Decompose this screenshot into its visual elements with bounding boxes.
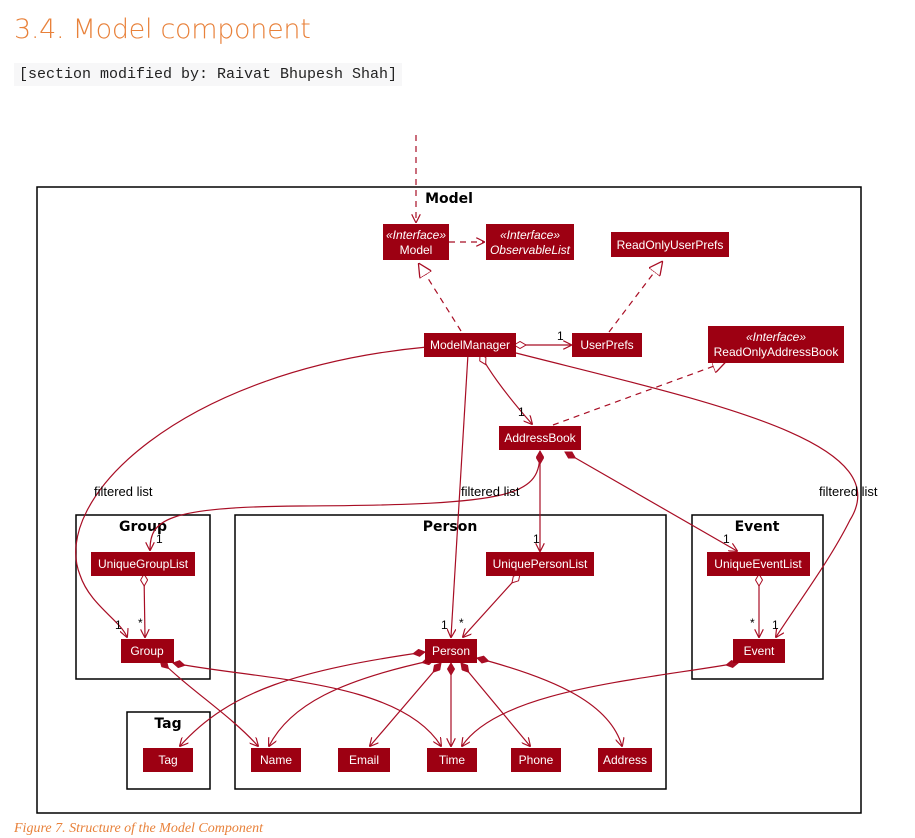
- mult-event-many: *: [750, 616, 755, 630]
- class-address-book: AddressBook: [499, 426, 581, 450]
- stereotype-model: «Interface»: [386, 228, 446, 242]
- mult-uniqueeventlist: 1: [723, 532, 730, 546]
- package-model: Model: [36, 186, 862, 814]
- class-observable-list-name: ObservableList: [490, 243, 571, 257]
- label-filtered-list-event: filtered list: [819, 484, 878, 499]
- edge-uniquepersonlist-person: [463, 574, 520, 637]
- class-read-only-address-book: «Interface» ReadOnlyAddressBook: [708, 326, 844, 363]
- class-tag-name: Tag: [158, 753, 177, 767]
- edge-modelmanager-group: [75, 346, 428, 637]
- class-unique-person-list: UniquePersonList: [486, 552, 594, 576]
- class-person-name: Person: [432, 644, 470, 658]
- class-time-name: Time: [439, 753, 466, 767]
- class-model-manager-name: ModelManager: [430, 338, 510, 352]
- edges: [75, 135, 859, 746]
- mult-event-one: 1: [772, 618, 779, 632]
- package-event-title: Event: [735, 519, 780, 535]
- edge-modelmanager-event: [511, 351, 859, 637]
- edge-modelmanager-realizes-model: [419, 264, 462, 332]
- edge-group-time: [173, 663, 441, 746]
- edge-addressbook-uniquegrouplist: [150, 451, 540, 550]
- edge-person-phone: [461, 663, 530, 746]
- section-heading: 3.4. Model component: [14, 14, 311, 45]
- package-event: Event: [691, 514, 824, 680]
- class-phone-name: Phone: [519, 753, 554, 767]
- class-address-name: Address: [603, 753, 647, 767]
- stereotype-observable-list: «Interface»: [500, 228, 560, 242]
- mult-uniquegrouplist: 1: [156, 532, 163, 546]
- class-model: «Interface» Model: [383, 224, 449, 260]
- edge-person-tag: [180, 652, 425, 746]
- class-observable-list: «Interface» ObservableList: [486, 224, 574, 260]
- edge-addressbook-realizes-readonlyaddressbook: [552, 362, 725, 426]
- mult-person-many: *: [459, 616, 464, 630]
- class-email: Email: [338, 748, 390, 772]
- edge-group-name: [160, 660, 258, 746]
- class-group: Group: [121, 639, 174, 663]
- class-user-prefs-name: UserPrefs: [580, 338, 633, 352]
- edge-addressbook-uniqueeventlist: [565, 452, 737, 551]
- class-time: Time: [427, 748, 477, 772]
- class-address: Address: [598, 748, 652, 772]
- package-model-title: Model: [425, 191, 473, 207]
- class-read-only-user-prefs: ReadOnlyUserPrefs: [611, 232, 729, 257]
- mult-group-one: 1: [115, 618, 122, 632]
- class-unique-group-list: UniqueGroupList: [91, 552, 195, 576]
- package-tag-title: Tag: [154, 716, 181, 732]
- edge-event-time: [462, 663, 738, 746]
- stereotype-read-only-address-book: «Interface»: [746, 330, 806, 344]
- class-event: Event: [733, 639, 785, 663]
- edge-modelmanager-addressbook: [480, 354, 532, 424]
- edge-person-address: [477, 658, 622, 746]
- class-person: Person: [425, 639, 477, 663]
- mult-person-one: 1: [441, 618, 448, 632]
- mult-uniquepersonlist: 1: [533, 532, 540, 546]
- class-model-name: Model: [400, 243, 433, 257]
- edge-uniquegrouplist-group: [144, 574, 145, 637]
- class-user-prefs: UserPrefs: [572, 333, 642, 357]
- class-name: Name: [251, 748, 301, 772]
- edge-person-name: [269, 660, 434, 746]
- label-filtered-list-group: filtered list: [94, 484, 153, 499]
- edge-person-email: [370, 663, 441, 746]
- label-filtered-list-person: filtered list: [461, 484, 520, 499]
- class-email-name: Email: [349, 753, 379, 767]
- class-address-book-name: AddressBook: [504, 431, 576, 445]
- class-phone: Phone: [511, 748, 561, 772]
- edge-userprefs-realizes-readonlyuserprefs: [608, 262, 662, 333]
- class-unique-event-list-name: UniqueEventList: [714, 557, 802, 571]
- class-name-name: Name: [260, 753, 292, 767]
- section-note: [section modified by: Raivat Bhupesh Sha…: [14, 63, 403, 86]
- class-tag: Tag: [143, 748, 193, 772]
- mult-addressbook: 1: [518, 405, 525, 419]
- class-model-manager: ModelManager: [424, 333, 516, 357]
- package-person-title: Person: [423, 519, 478, 535]
- class-read-only-address-book-name: ReadOnlyAddressBook: [714, 345, 840, 359]
- class-unique-event-list: UniqueEventList: [707, 552, 810, 576]
- class-event-name: Event: [744, 644, 775, 658]
- mult-group-many: *: [138, 616, 143, 630]
- class-read-only-user-prefs-name: ReadOnlyUserPrefs: [617, 238, 724, 252]
- class-unique-group-list-name: UniqueGroupList: [98, 557, 189, 571]
- figure-caption: Figure 7. Structure of the Model Compone…: [14, 821, 263, 836]
- class-group-name: Group: [130, 644, 164, 658]
- edge-labels: filtered list filtered list filtered lis…: [94, 329, 878, 632]
- mult-userprefs: 1: [557, 329, 564, 343]
- class-unique-person-list-name: UniquePersonList: [493, 557, 588, 571]
